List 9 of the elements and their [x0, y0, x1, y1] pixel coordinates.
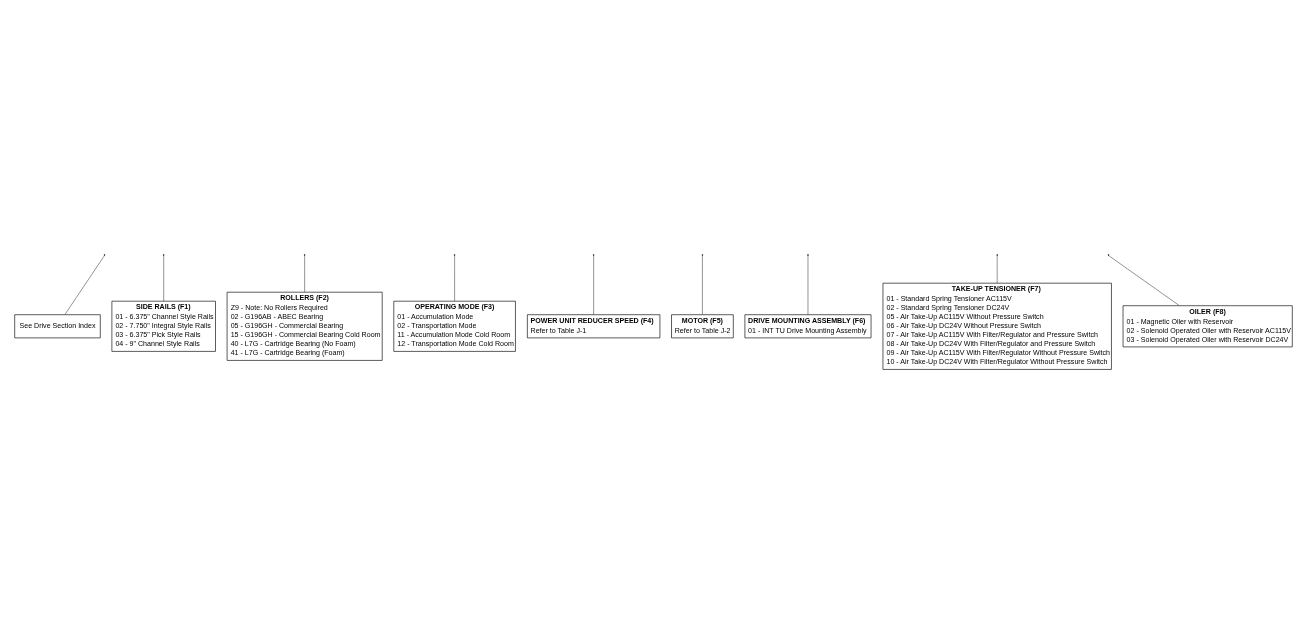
connector	[163, 255, 164, 302]
connector	[304, 255, 305, 293]
connector	[702, 255, 703, 315]
connector	[996, 255, 998, 284]
connector	[807, 255, 809, 315]
connector	[64, 255, 105, 315]
connector	[1108, 255, 1180, 306]
connector	[593, 255, 594, 315]
connector	[454, 255, 455, 302]
